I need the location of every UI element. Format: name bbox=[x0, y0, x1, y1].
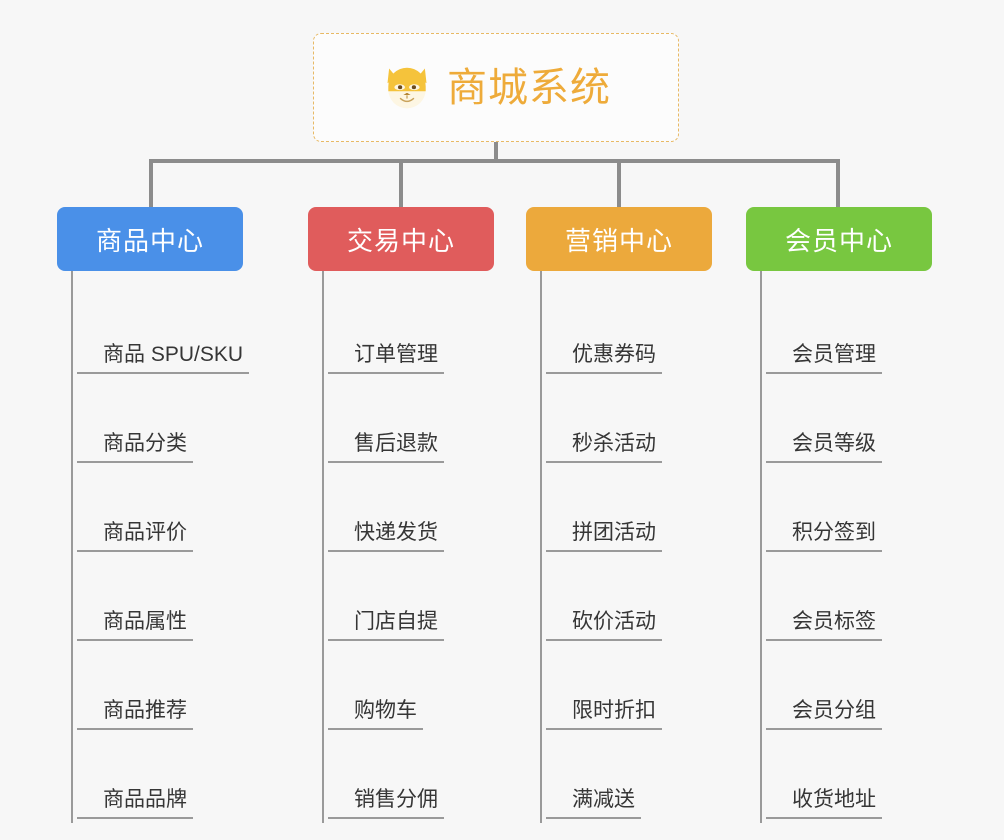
list-item[interactable]: 满减送 bbox=[542, 734, 712, 823]
branch-header-4[interactable]: 会员中心 bbox=[746, 207, 932, 271]
list-item[interactable]: 会员管理 bbox=[762, 289, 932, 378]
connector-drop-2 bbox=[399, 159, 403, 207]
branch-header-2[interactable]: 交易中心 bbox=[308, 207, 494, 271]
connector-horizontal-bus bbox=[149, 159, 840, 163]
branch-column-2: 交易中心 订单管理 售后退款 快递发货 门店自提 购物车 销售分佣 bbox=[308, 207, 494, 823]
list-item[interactable]: 快递发货 bbox=[324, 467, 494, 556]
leaf-label: 积分签到 bbox=[766, 521, 882, 552]
branch-column-3: 营销中心 优惠券码 秒杀活动 拼团活动 砍价活动 限时折扣 满减送 bbox=[526, 207, 712, 823]
leaf-label: 商品属性 bbox=[77, 610, 193, 641]
branch-column-1: 商品中心 商品 SPU/SKU 商品分类 商品评价 商品属性 商品推荐 商品品牌 bbox=[57, 207, 250, 823]
leaf-label: 会员标签 bbox=[766, 610, 882, 641]
list-item[interactable]: 销售分佣 bbox=[324, 734, 494, 823]
branch-1-leaf-list: 商品 SPU/SKU 商品分类 商品评价 商品属性 商品推荐 商品品牌 bbox=[71, 271, 250, 823]
leaf-label: 商品评价 bbox=[77, 521, 193, 552]
connector-drop-3 bbox=[617, 159, 621, 207]
leaf-label: 商品 SPU/SKU bbox=[77, 343, 250, 374]
leaf-label: 商品品牌 bbox=[77, 788, 193, 819]
root-title: 商城系统 bbox=[447, 65, 611, 110]
leaf-label: 商品分类 bbox=[77, 432, 193, 463]
list-item[interactable]: 会员分组 bbox=[762, 645, 932, 734]
branch-header-label: 会员中心 bbox=[784, 225, 893, 256]
leaf-label: 售后退款 bbox=[328, 432, 444, 463]
leaf-label: 限时折扣 bbox=[546, 699, 662, 730]
connector-drop-1 bbox=[149, 159, 153, 207]
connector-drop-4 bbox=[836, 159, 840, 207]
leaf-label: 商品推荐 bbox=[77, 699, 193, 730]
leaf-label: 会员管理 bbox=[766, 343, 882, 374]
list-item[interactable]: 会员标签 bbox=[762, 556, 932, 645]
list-item[interactable]: 积分签到 bbox=[762, 467, 932, 556]
leaf-label: 会员分组 bbox=[766, 699, 882, 730]
leaf-label: 购物车 bbox=[328, 699, 423, 730]
list-item[interactable]: 商品属性 bbox=[73, 556, 243, 645]
leaf-label: 销售分佣 bbox=[328, 788, 444, 819]
branch-header-label: 交易中心 bbox=[346, 225, 455, 256]
branch-2-leaf-list: 订单管理 售后退款 快递发货 门店自提 购物车 销售分佣 bbox=[322, 271, 494, 823]
list-item[interactable]: 商品推荐 bbox=[73, 645, 243, 734]
leaf-label: 订单管理 bbox=[328, 343, 444, 374]
leaf-label: 快递发货 bbox=[328, 521, 444, 552]
shiba-dog-icon bbox=[387, 67, 427, 108]
branch-header-label: 商品中心 bbox=[95, 225, 204, 256]
list-item[interactable]: 购物车 bbox=[324, 645, 494, 734]
list-item[interactable]: 拼团活动 bbox=[542, 467, 712, 556]
leaf-label: 秒杀活动 bbox=[546, 432, 662, 463]
list-item[interactable]: 商品 SPU/SKU bbox=[73, 289, 250, 378]
branch-header-label: 营销中心 bbox=[564, 225, 673, 256]
list-item[interactable]: 优惠券码 bbox=[542, 289, 712, 378]
leaf-label: 拼团活动 bbox=[546, 521, 662, 552]
list-item[interactable]: 商品分类 bbox=[73, 378, 243, 467]
leaf-label: 优惠券码 bbox=[546, 343, 662, 374]
list-item[interactable]: 商品评价 bbox=[73, 467, 243, 556]
connector-root-stem bbox=[494, 142, 498, 161]
branch-column-4: 会员中心 会员管理 会员等级 积分签到 会员标签 会员分组 收货地址 bbox=[746, 207, 932, 823]
list-item[interactable]: 秒杀活动 bbox=[542, 378, 712, 467]
branch-3-leaf-list: 优惠券码 秒杀活动 拼团活动 砍价活动 限时折扣 满减送 bbox=[540, 271, 712, 823]
leaf-label: 满减送 bbox=[546, 788, 641, 819]
leaf-label: 会员等级 bbox=[766, 432, 882, 463]
list-item[interactable]: 收货地址 bbox=[762, 734, 932, 823]
list-item[interactable]: 会员等级 bbox=[762, 378, 932, 467]
list-item[interactable]: 限时折扣 bbox=[542, 645, 712, 734]
branch-4-leaf-list: 会员管理 会员等级 积分签到 会员标签 会员分组 收货地址 bbox=[760, 271, 932, 823]
root-node[interactable]: 商城系统 bbox=[313, 33, 679, 142]
list-item[interactable]: 订单管理 bbox=[324, 289, 494, 378]
list-item[interactable]: 砍价活动 bbox=[542, 556, 712, 645]
leaf-label: 门店自提 bbox=[328, 610, 444, 641]
list-item[interactable]: 门店自提 bbox=[324, 556, 494, 645]
leaf-label: 砍价活动 bbox=[546, 610, 662, 641]
branch-header-1[interactable]: 商品中心 bbox=[57, 207, 243, 271]
leaf-label: 收货地址 bbox=[766, 788, 882, 819]
list-item[interactable]: 商品品牌 bbox=[73, 734, 243, 823]
branch-header-3[interactable]: 营销中心 bbox=[526, 207, 712, 271]
list-item[interactable]: 售后退款 bbox=[324, 378, 494, 467]
